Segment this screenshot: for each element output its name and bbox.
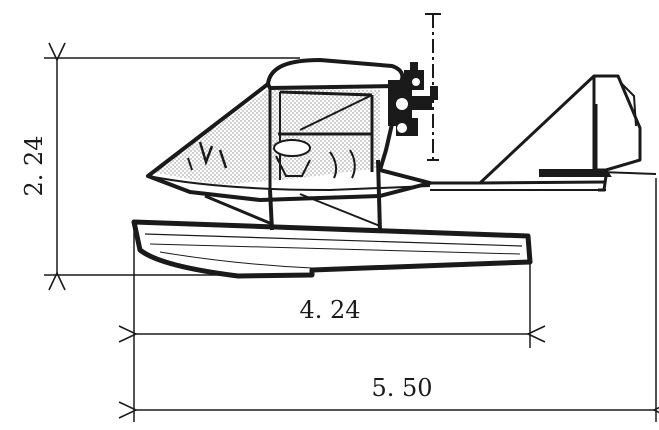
height-label: 2. 24: [20, 135, 48, 196]
float: [131, 219, 533, 279]
engine: [388, 62, 432, 136]
vertical-fin: [592, 74, 642, 172]
horizontal-stabilizer: [539, 169, 612, 177]
overall-length-label: 5. 50: [371, 374, 432, 402]
cabin: [146, 58, 432, 202]
seat: [273, 139, 311, 157]
tail: [430, 74, 657, 192]
height-dimension: [44, 58, 300, 275]
cabin-window-area: [152, 88, 380, 185]
propeller: [425, 13, 441, 161]
float-length-label: 4. 24: [299, 296, 360, 324]
wing-roof: [266, 58, 405, 90]
overall-length-dimension: [136, 178, 656, 422]
float-length-dimension: [134, 225, 530, 422]
float-struts: [204, 159, 382, 233]
